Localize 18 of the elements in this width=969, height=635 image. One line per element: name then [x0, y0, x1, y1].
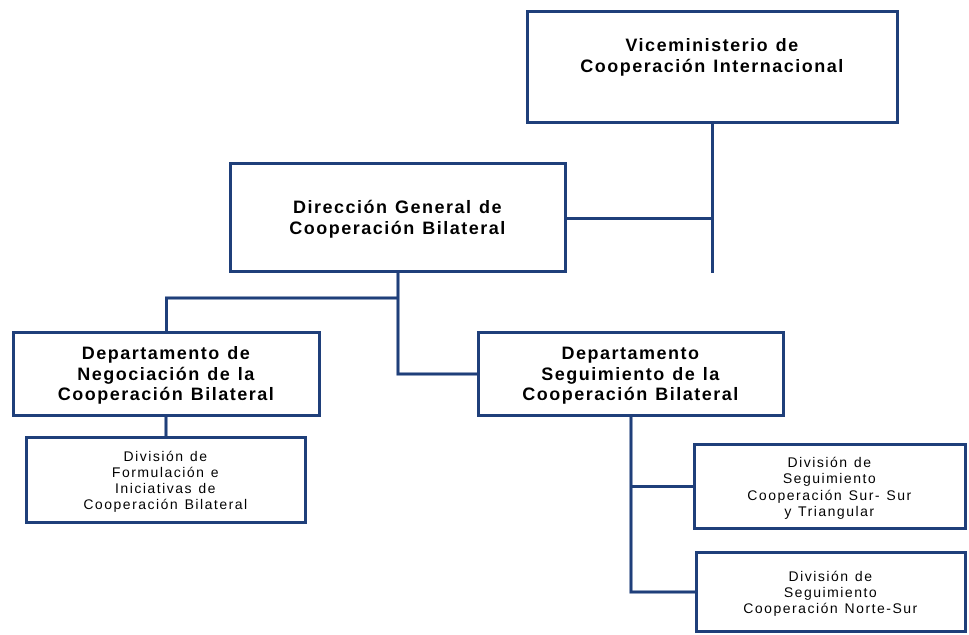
unit-name: División de Seguimiento Cooperación Sur- Sur y Triangular — [746, 454, 914, 519]
unit-name: Dirección General de Cooperación Bilateral — [288, 196, 508, 238]
org-unit-box — [229, 162, 567, 273]
division-box — [693, 443, 967, 530]
connector-line — [164, 417, 168, 436]
connector-line — [567, 124, 714, 220]
division-box — [695, 551, 967, 633]
org-unit-box — [526, 10, 899, 124]
division-box — [25, 436, 307, 524]
connector-line — [630, 417, 695, 594]
org-unit-box — [477, 331, 785, 417]
unit-name: División de Seguimiento Cooperación Norte-Sur — [742, 568, 920, 616]
unit-name: Departamento Seguimiento de la Cooperación Bilateral — [521, 342, 741, 406]
unit-name: Viceministerio de Cooperación Internacional — [579, 35, 846, 76]
unit-name: División de Formulación e Iniciativas de Cooperación Bilateral — [82, 448, 250, 512]
connector-line — [396, 273, 477, 376]
unit-name: Departamento de Negociación de la Cooperación Bilateral — [56, 342, 276, 406]
org-unit-box — [12, 331, 321, 417]
